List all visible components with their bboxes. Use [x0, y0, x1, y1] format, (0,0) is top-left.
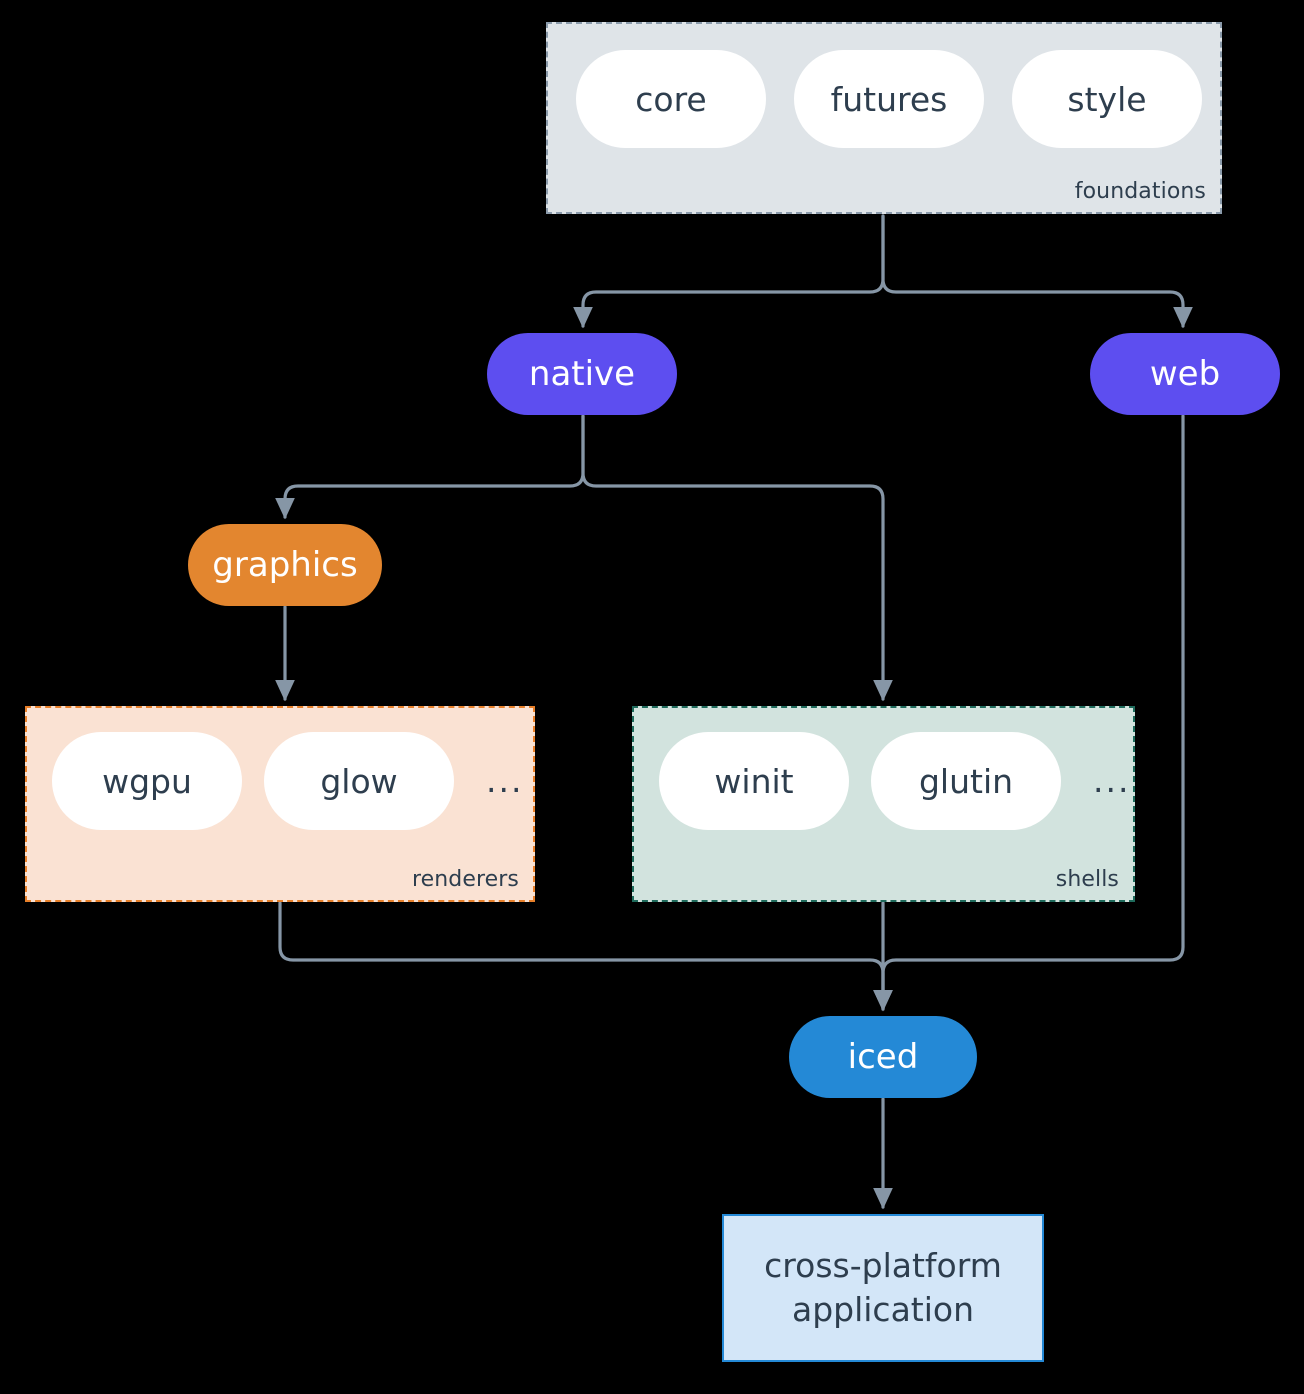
edge-web-to-iced	[873, 414, 1185, 1012]
application-line-2: application	[791, 1290, 975, 1329]
node-glow[interactable]: glow	[264, 732, 454, 830]
cluster-foundations-items: core futures style	[576, 50, 1202, 148]
node-graphics[interactable]: graphics	[188, 524, 382, 606]
cluster-foundations-label: foundations	[1074, 179, 1206, 204]
cluster-shells-items: winit glutin ...	[659, 732, 1140, 830]
cluster-shells: winit glutin ... shells	[632, 706, 1135, 902]
node-native[interactable]: native	[487, 333, 677, 415]
edge-foundations-to-native	[573, 214, 885, 329]
edge-native-to-shells	[581, 414, 893, 702]
node-glutin[interactable]: glutin	[871, 732, 1061, 830]
node-winit[interactable]: winit	[659, 732, 849, 830]
cluster-shells-label: shells	[1055, 867, 1119, 892]
node-web[interactable]: web	[1090, 333, 1280, 415]
node-core[interactable]: core	[576, 50, 766, 148]
node-futures[interactable]: futures	[794, 50, 984, 148]
edge-foundations-to-web	[881, 214, 1193, 329]
node-style[interactable]: style	[1012, 50, 1202, 148]
cluster-renderers: wgpu glow ... renderers	[25, 706, 535, 902]
edge-renderers-to-iced	[278, 901, 893, 1012]
cluster-renderers-label: renderers	[411, 867, 519, 892]
renderers-more-ellipsis: ...	[486, 761, 524, 800]
node-wgpu[interactable]: wgpu	[52, 732, 242, 830]
cluster-foundations: core futures style foundations	[546, 22, 1222, 214]
cluster-renderers-items: wgpu glow ...	[52, 732, 533, 830]
shells-more-ellipsis: ...	[1093, 761, 1131, 800]
node-iced[interactable]: iced	[789, 1016, 977, 1098]
application-line-1: cross-platform	[764, 1245, 1002, 1285]
node-cross-platform-application[interactable]: cross-platform application	[722, 1214, 1044, 1362]
edge-native-to-graphics	[275, 414, 585, 520]
